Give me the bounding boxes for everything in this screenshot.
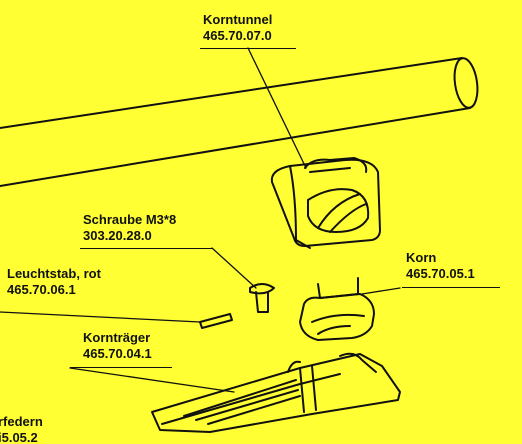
leuchtstab-part bbox=[199, 313, 233, 329]
schraube-underline bbox=[80, 248, 212, 249]
korntunnel-label: Korntunnel 465.70.07.0 bbox=[203, 12, 272, 44]
leader-lines bbox=[0, 47, 401, 393]
korn-part bbox=[299, 277, 375, 341]
korntraeger-number: 465.70.04.1 bbox=[83, 346, 152, 361]
korntunnel-underline bbox=[200, 48, 296, 49]
korn-label: Korn 465.70.05.1 bbox=[406, 250, 475, 282]
barrel-part bbox=[0, 57, 479, 187]
federn-label-partial: rfedern i5.05.2 bbox=[0, 414, 43, 444]
korntunnel-number: 465.70.07.0 bbox=[203, 28, 272, 43]
leuchtstab-name: Leuchtstab, rot bbox=[7, 266, 101, 281]
korntunnel-name: Korntunnel bbox=[203, 12, 273, 27]
schraube-name: Schraube M3*8 bbox=[83, 212, 177, 227]
leuchtstab-number: 465.70.06.1 bbox=[7, 282, 76, 297]
federn-name: rfedern bbox=[0, 414, 43, 429]
korntraeger-part bbox=[151, 352, 401, 433]
korn-underline bbox=[402, 287, 500, 288]
schraube-part bbox=[249, 283, 275, 313]
leuchtstab-label: Leuchtstab, rot 465.70.06.1 bbox=[7, 266, 101, 298]
korntraeger-label: Kornträger 465.70.04.1 bbox=[83, 330, 152, 362]
korntraeger-underline bbox=[70, 367, 172, 368]
federn-number: i5.05.2 bbox=[0, 430, 38, 444]
korntraeger-name: Kornträger bbox=[83, 330, 151, 345]
korn-number: 465.70.05.1 bbox=[406, 266, 475, 281]
korntunnel-part bbox=[270, 157, 381, 249]
korn-name: Korn bbox=[406, 250, 437, 265]
schraube-number: 303.20.28.0 bbox=[83, 228, 152, 243]
schraube-label: Schraube M3*8 303.20.28.0 bbox=[83, 212, 176, 244]
